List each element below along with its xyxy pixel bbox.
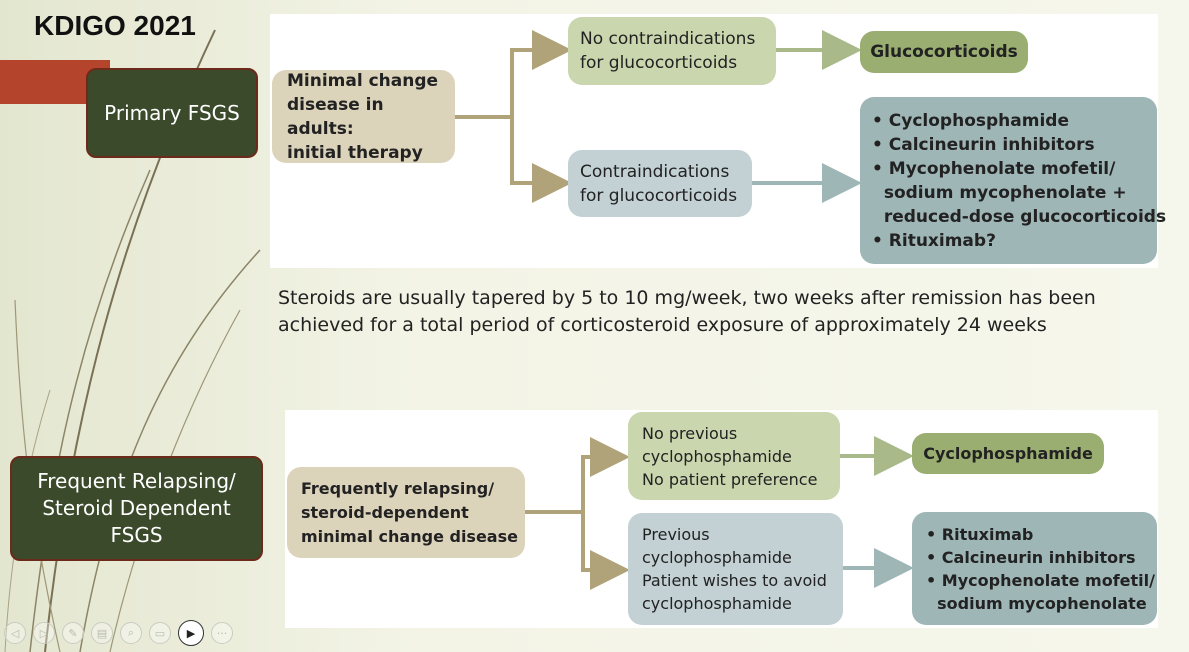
therapy-option: sodium mycophenolate (926, 593, 1147, 613)
slides-view-button[interactable]: ▤ (91, 622, 113, 644)
mcd-initial-therapy-node: Minimal change disease in adults: initia… (272, 70, 455, 163)
prev-slide-button[interactable]: ◁ (4, 622, 26, 644)
cyclophosphamide-node: Cyclophosphamide (912, 433, 1104, 474)
alternative-therapies-node: • Cyclophosphamide • Calcineurin inhibito… (860, 97, 1166, 264)
frequent-relapsing-label: Frequent Relapsing/ Steroid Dependent FS… (10, 456, 263, 561)
therapy-option: • Rituximab (926, 524, 1034, 544)
camera-button[interactable]: ▶ (178, 620, 204, 646)
more-options-button[interactable]: ··· (211, 622, 233, 644)
subtitles-button[interactable]: ▭ (149, 622, 171, 644)
therapy-option: • Mycophenolate mofetil/ (872, 158, 1116, 179)
therapy-option: reduced-dose glucocorticoids (872, 206, 1167, 227)
slide-title: KDIGO 2021 (34, 10, 196, 41)
no-previous-cyclophosphamide-node: No previous cyclophosphamide No patient … (628, 412, 840, 500)
next-slide-button[interactable]: ▷ (33, 622, 55, 644)
rituximab-options-node: • Rituximab • Calcineurin inhibitors • Myc… (912, 512, 1157, 625)
glucocorticoids-node: Glucocorticoids (860, 31, 1028, 73)
therapy-option: • Calcineurin inhibitors (926, 547, 1136, 567)
therapy-option: • Mycophenolate mofetil/ (926, 570, 1155, 590)
previous-cyclophosphamide-node: Previous cyclophosphamide Patient wishes… (628, 513, 843, 625)
presentation-toolbar: ◁ ▷ ✎ ▤ ⌕ ▭ ▶ ··· (4, 620, 233, 648)
therapy-option: • Rituximab? (872, 230, 996, 251)
contraindications-node: Contraindications for glucocorticoids (568, 150, 752, 217)
zoom-button[interactable]: ⌕ (120, 622, 142, 644)
frequently-relapsing-node: Frequently relapsing/ steroid-dependent … (287, 467, 525, 558)
therapy-option: • Calcineurin inhibitors (872, 134, 1095, 155)
pen-tool-button[interactable]: ✎ (62, 622, 84, 644)
steroid-taper-note: Steroids are usually tapered by 5 to 10 … (278, 287, 1096, 336)
primary-fsgs-label: Primary FSGS (86, 68, 258, 158)
therapy-option: • Cyclophosphamide (872, 110, 1069, 131)
therapy-option: sodium mycophenolate + (872, 182, 1127, 203)
no-contraindications-node: No contraindications for glucocorticoids (568, 17, 776, 85)
